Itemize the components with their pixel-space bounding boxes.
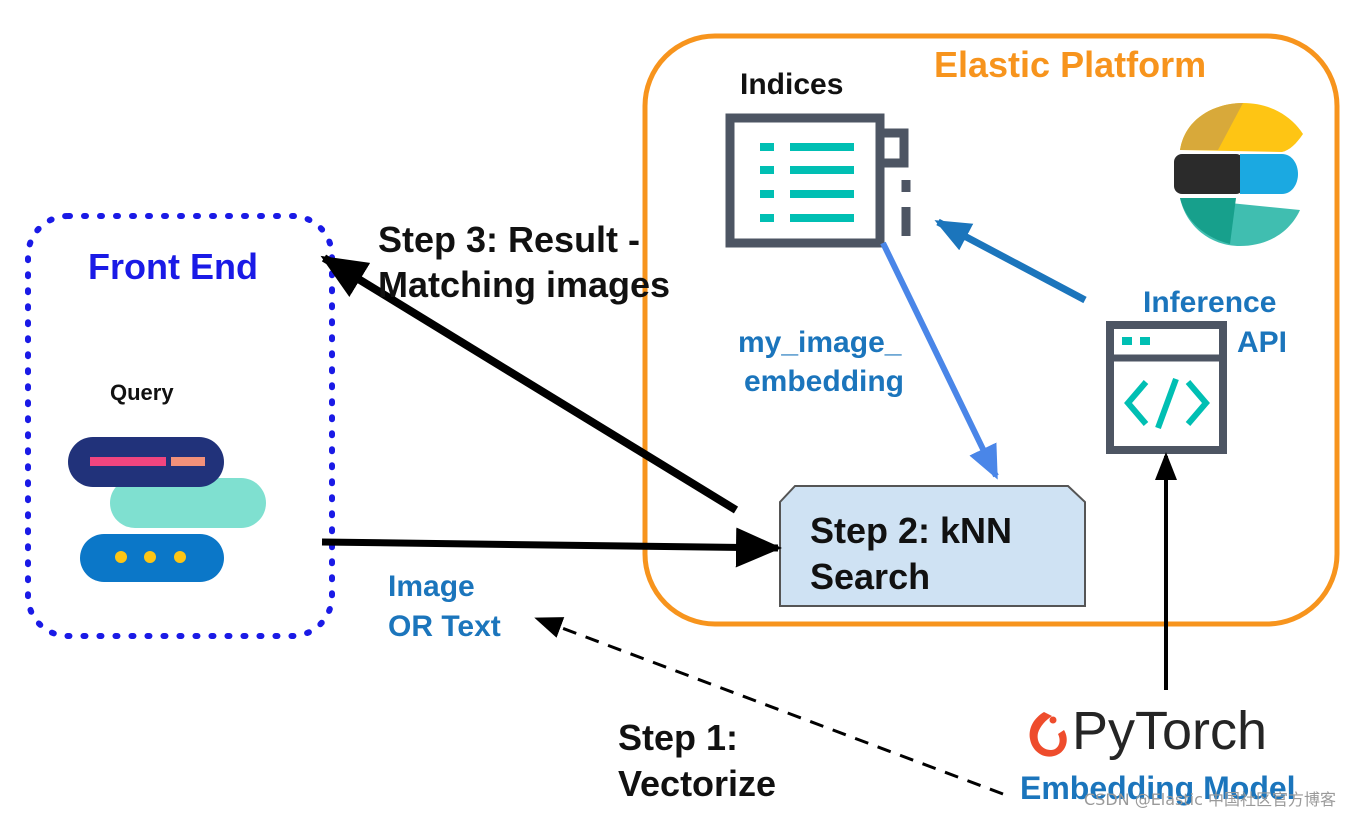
elastic-platform-title: Elastic Platform — [934, 44, 1207, 85]
elastic-platform-container — [642, 33, 1340, 627]
step3-line1: Step 3: Result - — [378, 219, 641, 260]
front-end-container — [25, 213, 335, 639]
arrow-vectorize-dashed — [534, 617, 1004, 796]
elastic-logo-icon — [1174, 103, 1303, 246]
pytorch-flame-icon — [1029, 712, 1067, 757]
step2-line2: Search — [810, 556, 931, 597]
index-document-icon — [725, 113, 911, 248]
arrow-query-to-knn — [321, 527, 782, 568]
index-lines — [760, 143, 854, 222]
embedding-model-label: Embedding Model — [1020, 770, 1296, 806]
query-label: Query — [110, 380, 174, 405]
step1-line2: Vectorize — [618, 763, 777, 804]
watermark-text: CSDN @Elastic 中国社区官方博客 — [1083, 790, 1336, 809]
image-or-text-line2: OR Text — [388, 610, 501, 643]
inference-label-line2: API — [1237, 326, 1288, 359]
step1-line1: Step 1: — [618, 717, 739, 758]
arrow-result-to-frontend — [320, 254, 739, 514]
code-window-icon — [1106, 321, 1227, 454]
field-label-line2: embedding — [744, 365, 905, 398]
step2-line1: Step 2: kNN — [810, 510, 1013, 551]
pytorch-wordmark: PyTorch — [1072, 701, 1268, 761]
step3-line2: Matching images — [378, 264, 671, 305]
arrow-inference-to-indices — [934, 218, 1087, 304]
field-label-line1: my_image_ — [738, 326, 902, 359]
arrow-indices-to-knn — [880, 241, 999, 480]
chat-bubbles-icon — [68, 437, 266, 582]
indices-label: Indices — [740, 68, 844, 101]
image-or-text-line1: Image — [388, 570, 475, 603]
knn-search-box — [779, 485, 1086, 607]
inference-label-line1: Inference — [1143, 286, 1277, 319]
front-end-title: Front End — [88, 246, 258, 287]
